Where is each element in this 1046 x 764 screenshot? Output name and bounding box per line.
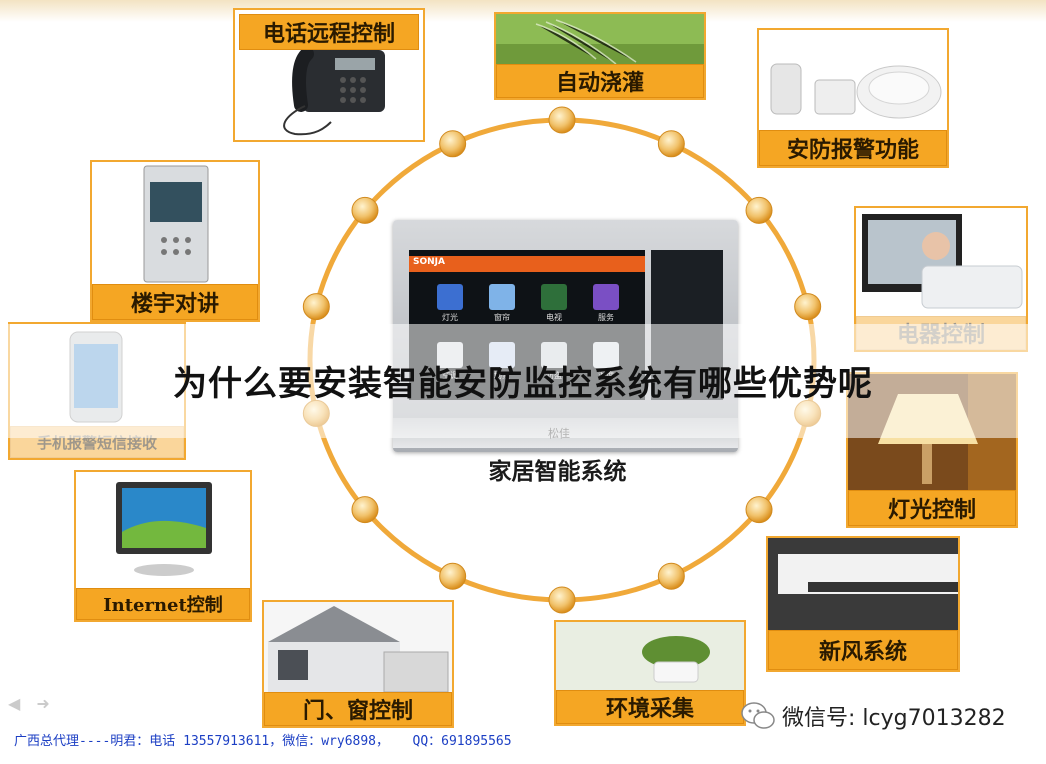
ring-node (657, 130, 685, 158)
module-lighting-label: 灯光控制 (848, 490, 1016, 526)
screen-tile-label: 服务 (598, 313, 614, 322)
wechat-id-text: 微信号: lcyg7013282 (782, 706, 1006, 731)
module-environment-card: 环境采集 (554, 620, 746, 726)
wechat-icon (741, 702, 775, 729)
module-intercom-label: 楼宇对讲 (92, 284, 258, 320)
ring-node (548, 106, 576, 134)
center-caption: 家居智能系统 (488, 458, 627, 485)
screen-header-bar: SONJA (409, 256, 645, 272)
slide-nav: ◀ ➜ (8, 694, 50, 713)
screen-tile-label: 灯光 (442, 313, 458, 322)
ring-node (548, 586, 576, 614)
module-intercom-card: 楼宇对讲 (90, 160, 260, 322)
ring-node (439, 562, 467, 590)
title-overlay-band (0, 324, 1046, 438)
ring-node (439, 130, 467, 158)
screen-tile-label: 窗帘 (494, 313, 510, 322)
page-title: 为什么要安装智能安防监控系统有哪些优势呢 (173, 364, 873, 404)
ring-nodes (302, 106, 822, 614)
module-phone-label: 电话远程控制 (239, 14, 419, 50)
module-irrigation-label: 自动浇灌 (496, 64, 704, 98)
footer-contact: 广西总代理----明君：电话 13557913611，微信：wry6898， Q… (14, 734, 512, 749)
module-ventilation-label: 新风系统 (768, 630, 958, 670)
screen-tile-icon: 服务 (593, 284, 619, 322)
module-doors-label: 门、窗控制 (264, 692, 452, 726)
module-doors-card: 门、窗控制 (262, 600, 454, 728)
wechat-watermark: 微信号: lcyg7013282 (740, 700, 1006, 732)
screen-tile-icon: 灯光 (437, 284, 463, 322)
module-environment-label: 环境采集 (556, 690, 744, 724)
module-irrigation-card: 自动浇灌 (494, 12, 706, 100)
module-security-card: 安防报警功能 (757, 28, 949, 168)
ring-node (657, 562, 685, 590)
prev-slide-icon[interactable]: ◀ (8, 694, 21, 713)
ring-node (302, 293, 330, 321)
screen-tile-icon: 电视 (541, 284, 567, 322)
ring-node (745, 496, 773, 524)
ring-node (794, 293, 822, 321)
module-security-label: 安防报警功能 (759, 130, 947, 166)
ring-node (351, 196, 379, 224)
ring-node (745, 196, 773, 224)
ring-node (351, 496, 379, 524)
screen-brand: SONJA (413, 257, 445, 267)
screen-tile-label: 电视 (546, 313, 562, 322)
module-ventilation-card: 新风系统 (766, 536, 960, 672)
module-internet-card: Internet控制 (74, 470, 252, 622)
screen-tile-icon: 窗帘 (489, 284, 515, 322)
module-phone-card: 电话远程控制 (233, 8, 425, 142)
next-slide-icon[interactable]: ➜ (36, 694, 50, 713)
module-internet-label: Internet控制 (76, 588, 250, 620)
